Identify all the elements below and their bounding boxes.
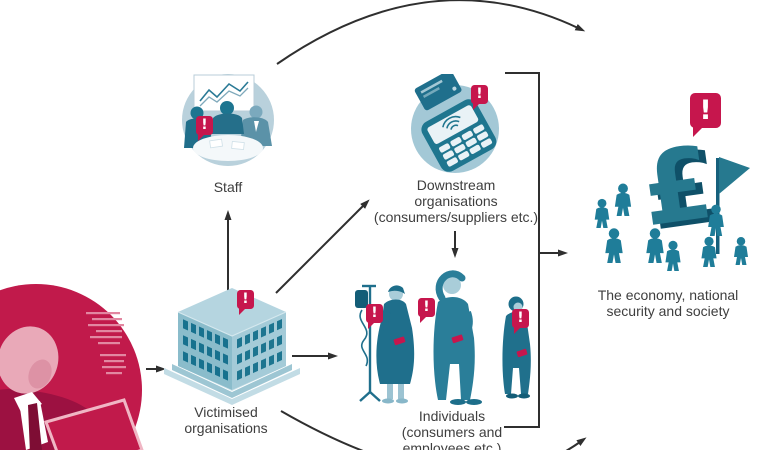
alert-badge-victimised: ! bbox=[237, 290, 254, 315]
svg-text:£: £ bbox=[634, 128, 719, 249]
payment-terminal bbox=[421, 99, 497, 172]
arc-victimised-to-economy bbox=[280, 410, 587, 450]
alert-badge-downstream: ! bbox=[471, 85, 488, 110]
victimised-label: Victimised organisations bbox=[184, 404, 268, 436]
tie bbox=[28, 403, 42, 450]
iv-bag bbox=[355, 290, 368, 308]
windows-left bbox=[183, 319, 228, 381]
phone bbox=[393, 336, 406, 346]
alert-badge-economy: ! bbox=[690, 93, 721, 137]
flag bbox=[719, 157, 750, 194]
pound-flag-crowd-icon: £ £ bbox=[594, 128, 750, 271]
arrow-victimised-to-downstream bbox=[275, 199, 370, 294]
people-with-phones-icon bbox=[355, 270, 531, 405]
phone bbox=[516, 348, 528, 358]
iv-drip-stand bbox=[359, 284, 381, 402]
connector-bus bbox=[504, 72, 540, 428]
individuals-label: Individuals (consumers and employees etc… bbox=[401, 408, 503, 450]
code-lines bbox=[86, 312, 126, 375]
alert-badge-individual-1: ! bbox=[366, 304, 383, 329]
hacker-at-laptop-icon bbox=[0, 284, 144, 450]
alert-badge-individual-3: ! bbox=[512, 309, 529, 334]
phone bbox=[451, 334, 464, 344]
staff-label: Staff bbox=[213, 179, 243, 195]
downstream-label: Downstream organisations (consumers/supp… bbox=[373, 177, 539, 225]
economy-label: The economy, national security and socie… bbox=[597, 287, 739, 319]
boy-figure bbox=[502, 296, 531, 399]
alert-badge-individual-2: ! bbox=[418, 298, 435, 323]
card-payment-terminal-icon bbox=[411, 74, 499, 173]
woman-figure bbox=[376, 285, 415, 404]
windows-right bbox=[237, 318, 282, 381]
keypad bbox=[439, 124, 493, 167]
bank-card bbox=[414, 74, 462, 111]
arc-staff-to-economy bbox=[276, 0, 586, 65]
office-building-icon bbox=[164, 288, 300, 405]
laptop-screen bbox=[44, 398, 144, 450]
meeting-presentation-icon bbox=[182, 74, 274, 166]
chart-line bbox=[199, 81, 249, 102]
man-figure bbox=[433, 270, 482, 405]
alert-badge-staff: ! bbox=[196, 116, 213, 141]
